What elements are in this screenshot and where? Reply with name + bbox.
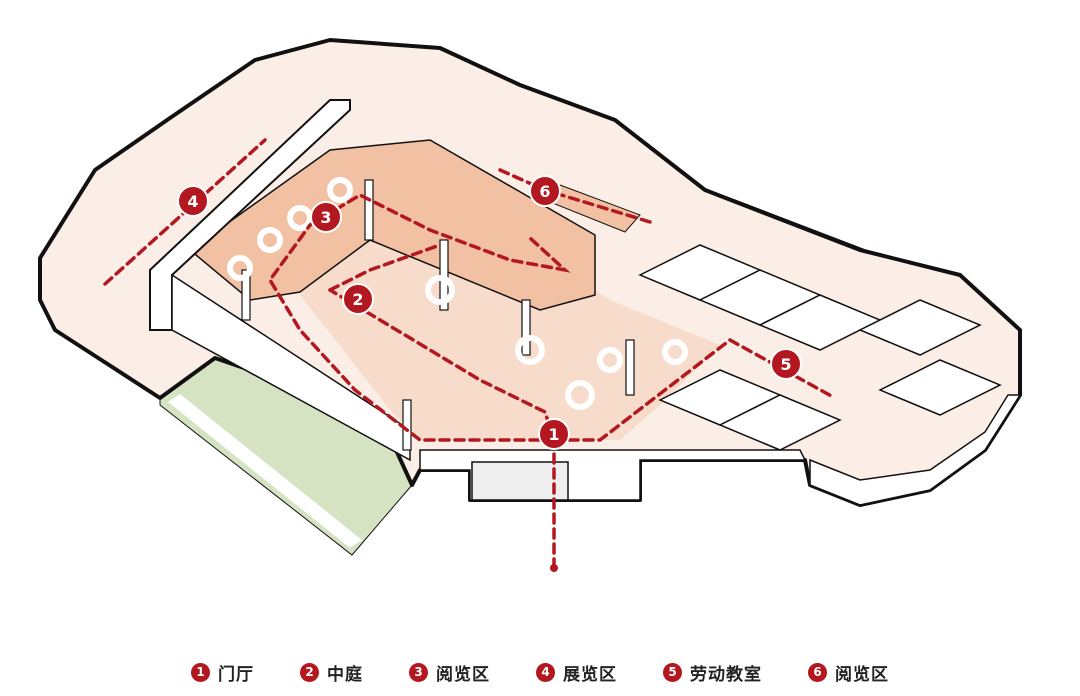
atrium-floor (300, 230, 720, 440)
svg-text:1: 1 (548, 425, 559, 444)
legend-number: 2 (300, 662, 319, 682)
svg-text:3: 3 (320, 208, 331, 227)
marker-1: 1 (538, 418, 570, 450)
legend-label: 展览区 (563, 664, 617, 685)
legend-label: 中庭 (327, 664, 363, 685)
marker-4: 4 (177, 185, 209, 217)
legend-number: 5 (663, 662, 682, 682)
legend-item-1: 1 门厅 (191, 660, 254, 685)
marker-3: 3 (310, 201, 342, 233)
legend: 1 门厅 2 中庭 3 阅览区 4 展览区 5 劳动教室 6 阅览区 (0, 650, 1080, 694)
legend-item-3: 3 阅览区 (409, 660, 490, 685)
marker-6: 6 (529, 175, 561, 207)
facade-right (809, 394, 1022, 506)
svg-text:2: 2 (352, 290, 363, 309)
legend-label: 阅览区 (436, 664, 490, 685)
entry-point (550, 564, 558, 572)
legend-label: 门厅 (218, 664, 254, 685)
axonometric-plan-diagram: 1 2 3 4 5 6 (38, 38, 1022, 572)
legend-item-5: 5 劳动教室 (663, 660, 762, 685)
legend-label: 阅览区 (835, 664, 889, 685)
inner-wall (149, 99, 351, 331)
marker-2: 2 (342, 283, 374, 315)
marker-5: 5 (770, 348, 802, 380)
legend-item-2: 2 中庭 (300, 660, 363, 685)
svg-text:4: 4 (187, 192, 198, 211)
legend-number: 6 (808, 662, 827, 682)
legend-item-6: 6 阅览区 (808, 660, 889, 685)
entrance-doors (471, 461, 569, 501)
legend-number: 1 (191, 662, 210, 682)
legend-item-4: 4 展览区 (536, 660, 617, 685)
classroom-rooms (638, 244, 1002, 451)
legend-label: 劳动教室 (690, 664, 762, 685)
glass-wall-left (171, 273, 411, 462)
reading-area-floor (188, 139, 596, 311)
svg-text:5: 5 (780, 355, 791, 374)
seating-rings (227, 177, 688, 410)
legend-number: 3 (409, 662, 428, 682)
columns (241, 179, 635, 451)
svg-text:6: 6 (539, 182, 550, 201)
legend-number: 4 (536, 662, 555, 682)
grass-path-left (168, 394, 362, 548)
